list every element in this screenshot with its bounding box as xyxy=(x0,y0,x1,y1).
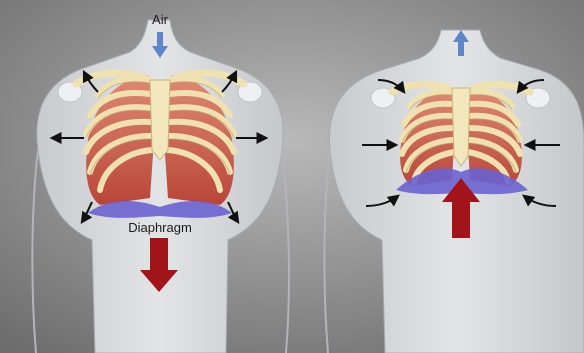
sternum xyxy=(452,88,470,166)
diaphragm-label: Diaphragm xyxy=(128,220,192,235)
air-label: Air xyxy=(152,12,169,27)
sternum xyxy=(150,80,170,160)
